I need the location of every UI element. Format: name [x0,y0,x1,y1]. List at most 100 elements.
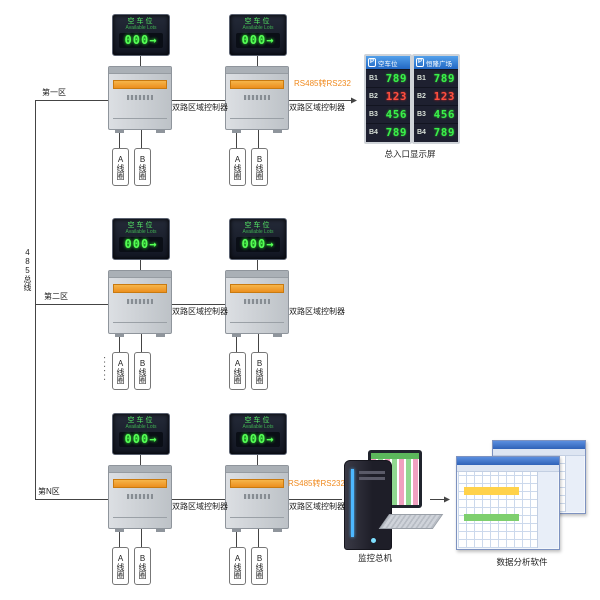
level-label: B1 [417,75,426,82]
repeat-ellipsis: ······ [99,356,110,382]
window-titlebar [457,457,559,465]
window-toolbar [493,449,585,456]
dual-zone-controller [225,270,289,337]
sign-title: 空车位 [127,222,155,229]
controller-foot [115,129,124,133]
count-value: 789 [433,126,455,139]
controller-foot [232,528,241,532]
dual-zone-controller [225,66,289,133]
dual-zone-controller [108,465,172,532]
count-value: 789 [385,126,407,139]
zone-n-label: 第N区 [38,487,60,496]
controller-foot [156,528,165,532]
coil-b-tag: B线圈 [251,547,268,585]
coil-b-tag: B线圈 [251,352,268,390]
rs485-link-label-top: RS485转RS232 [294,79,351,88]
controller-foot [273,333,282,337]
controller-seam [230,322,284,323]
sign-title: 空车位 [244,417,272,424]
controller-label: 双路区域控制器 [289,502,345,511]
sign-led-value: 000→ [119,237,163,252]
controller-stripe [113,284,167,293]
controller-vent [127,299,153,304]
bus-485-label: 485总线 [23,248,32,291]
count-value: 789 [433,72,455,85]
coil-b-tag: B线圈 [134,352,151,390]
controller-seam [113,517,167,518]
sign-title: 空车位 [127,417,155,424]
sign-subtitle: Available Lots [125,229,157,235]
level-label: B4 [417,129,426,136]
controller-cap [109,271,171,278]
dual-zone-controller [108,270,172,337]
sign-title: 空车位 [127,18,155,25]
computer-caption: 监控总机 [357,553,392,563]
controller-vent [127,494,153,499]
controller-seam [230,118,284,119]
controller-stripe [230,80,284,89]
controller-seam [113,118,167,119]
sign-led-value: 000→ [236,33,280,48]
controller-foot [232,129,241,133]
dual-zone-controller [108,66,172,133]
window-sidebar [537,472,558,548]
controller-label: 双路区域控制器 [289,103,345,112]
level-label: B2 [417,93,426,100]
panel-header-text: 恒隆广场 [426,60,453,68]
dual-zone-controller [225,465,289,532]
software-caption: 数据分析软件 [496,557,548,567]
controller-label: 双路区域控制器 [289,307,345,316]
zone-1-label: 第一区 [42,88,66,97]
power-button-icon [371,538,376,543]
coil-b-tag: B线圈 [134,547,151,585]
controller-vent [244,299,270,304]
controller-seam [230,517,284,518]
count-value: 789 [385,72,407,85]
available-lots-sign: 空车位 Available Lots 000→ [112,218,170,260]
sign-subtitle: Available Lots [242,424,274,430]
sign-led-value: 000→ [236,432,280,447]
led-row: B3 456 [366,105,410,123]
controller-cap [109,67,171,74]
controller-cap [226,271,288,278]
tower-led-stripe [351,469,354,537]
coil-a-tag: A线圈 [112,148,129,186]
screen-header [371,453,419,459]
count-value: 456 [433,108,455,121]
controller-stripe [113,80,167,89]
software-window [456,456,560,550]
sign-title: 空车位 [244,18,272,25]
count-value: 456 [385,108,407,121]
controller-vent [244,494,270,499]
window-titlebar [493,441,585,449]
led-row: B1 789 [366,69,410,87]
zone-2-label: 第二区 [44,292,68,301]
sign-led-value: 000→ [236,237,280,252]
panel-header: P 空车位 [366,56,410,69]
map-highlight [464,487,519,495]
controller-label: 双路区域控制器 [172,502,228,511]
controller-cap [226,466,288,473]
level-label: B3 [369,111,378,118]
led-row: B1 789 [414,69,458,87]
controller-foot [115,333,124,337]
led-row: B4 789 [414,123,458,141]
controller-foot [273,528,282,532]
controller-vent [127,95,153,100]
keyboard [378,514,444,529]
controller-cap [226,67,288,74]
coil-a-tag: A线圈 [112,547,129,585]
controller-foot [156,129,165,133]
controller-stripe [230,479,284,488]
parking-map-view [458,472,558,548]
computer-tower [344,460,392,550]
window-toolbar [457,465,559,472]
controller-stripe [113,479,167,488]
controller-stripe [230,284,284,293]
level-label: B1 [369,75,378,82]
